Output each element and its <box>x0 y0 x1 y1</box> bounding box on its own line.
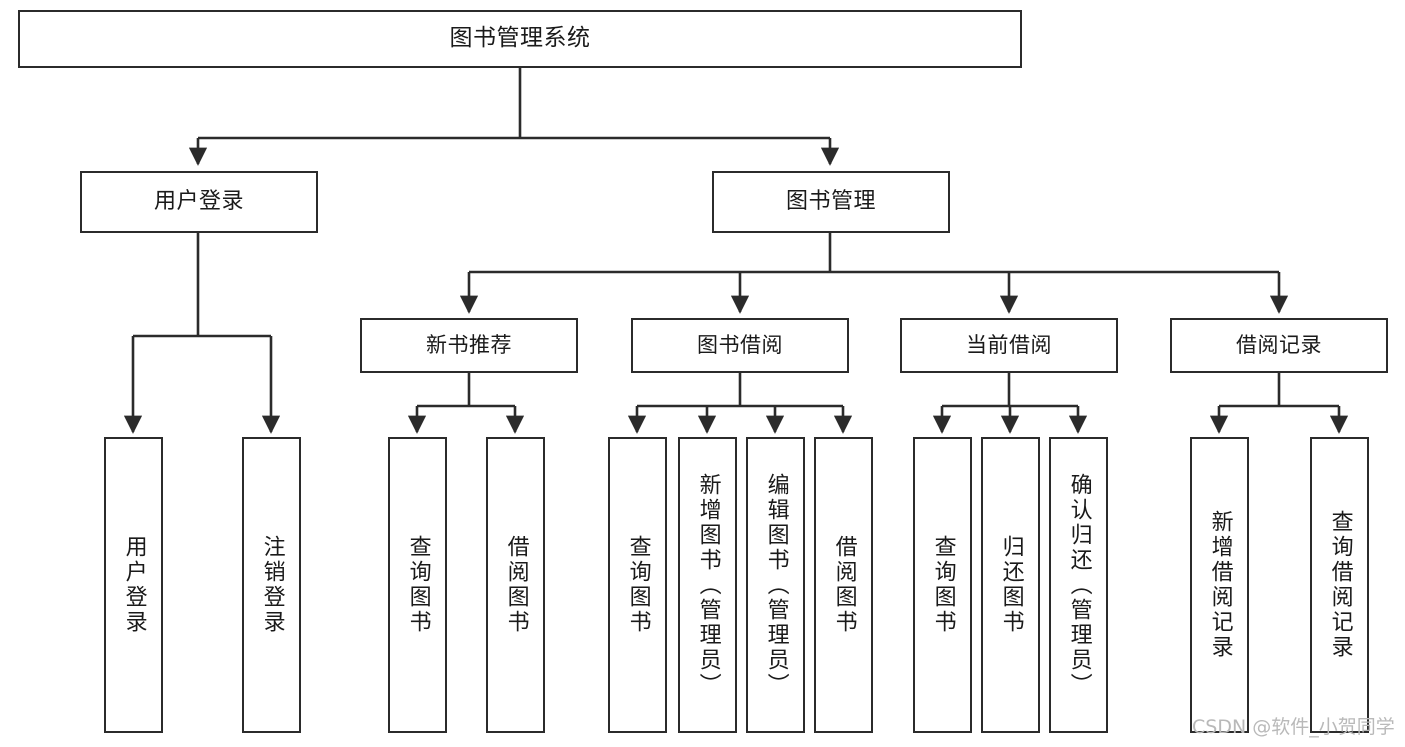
node-leaf-current-3-label: 确认归还（管理员） <box>1066 472 1092 698</box>
node-leaf-user-login-2[interactable]: 注销登录 <box>242 437 301 733</box>
node-leaf-user-login-1-label: 用户登录 <box>121 535 147 635</box>
node-leaf-current-1-label: 查询图书 <box>930 535 956 635</box>
node-new-book-recommend-label: 新书推荐 <box>426 333 512 358</box>
node-leaf-borrow-1[interactable]: 查询图书 <box>608 437 667 733</box>
node-borrow-record[interactable]: 借阅记录 <box>1170 318 1388 373</box>
node-leaf-borrow-1-label: 查询图书 <box>625 535 651 635</box>
node-leaf-user-login-1[interactable]: 用户登录 <box>104 437 163 733</box>
node-new-book-recommend[interactable]: 新书推荐 <box>360 318 578 373</box>
node-leaf-current-1[interactable]: 查询图书 <box>913 437 972 733</box>
node-leaf-user-login-2-label: 注销登录 <box>259 535 285 635</box>
node-leaf-borrow-2-label: 新增图书（管理员） <box>695 472 721 698</box>
node-leaf-current-2-label: 归还图书 <box>998 535 1024 635</box>
node-leaf-borrow-2[interactable]: 新增图书（管理员） <box>678 437 737 733</box>
node-leaf-record-1[interactable]: 新增借阅记录 <box>1190 437 1249 733</box>
node-user-login[interactable]: 用户登录 <box>80 171 318 233</box>
node-root-system[interactable]: 图书管理系统 <box>18 10 1022 68</box>
node-current-borrow[interactable]: 当前借阅 <box>900 318 1118 373</box>
node-leaf-recommend-1-label: 查询图书 <box>405 535 431 635</box>
node-leaf-record-1-label: 新增借阅记录 <box>1207 510 1233 660</box>
node-leaf-borrow-3[interactable]: 编辑图书（管理员） <box>746 437 805 733</box>
node-leaf-recommend-2[interactable]: 借阅图书 <box>486 437 545 733</box>
node-leaf-recommend-2-label: 借阅图书 <box>503 535 529 635</box>
node-book-borrow-label: 图书借阅 <box>697 333 783 358</box>
node-root-system-label: 图书管理系统 <box>449 25 591 52</box>
node-leaf-borrow-4-label: 借阅图书 <box>831 535 857 635</box>
node-leaf-current-2[interactable]: 归还图书 <box>981 437 1040 733</box>
node-book-management-label: 图书管理 <box>785 188 876 214</box>
node-borrow-record-label: 借阅记录 <box>1236 333 1322 358</box>
node-leaf-record-2[interactable]: 查询借阅记录 <box>1310 437 1369 733</box>
node-leaf-borrow-3-label: 编辑图书（管理员） <box>763 472 789 698</box>
node-user-login-label: 用户登录 <box>153 188 244 214</box>
node-leaf-recommend-1[interactable]: 查询图书 <box>388 437 447 733</box>
node-leaf-borrow-4[interactable]: 借阅图书 <box>814 437 873 733</box>
node-leaf-record-2-label: 查询借阅记录 <box>1327 510 1353 660</box>
node-book-borrow[interactable]: 图书借阅 <box>631 318 849 373</box>
node-leaf-current-3[interactable]: 确认归还（管理员） <box>1049 437 1108 733</box>
node-book-management[interactable]: 图书管理 <box>712 171 950 233</box>
node-current-borrow-label: 当前借阅 <box>966 333 1052 358</box>
